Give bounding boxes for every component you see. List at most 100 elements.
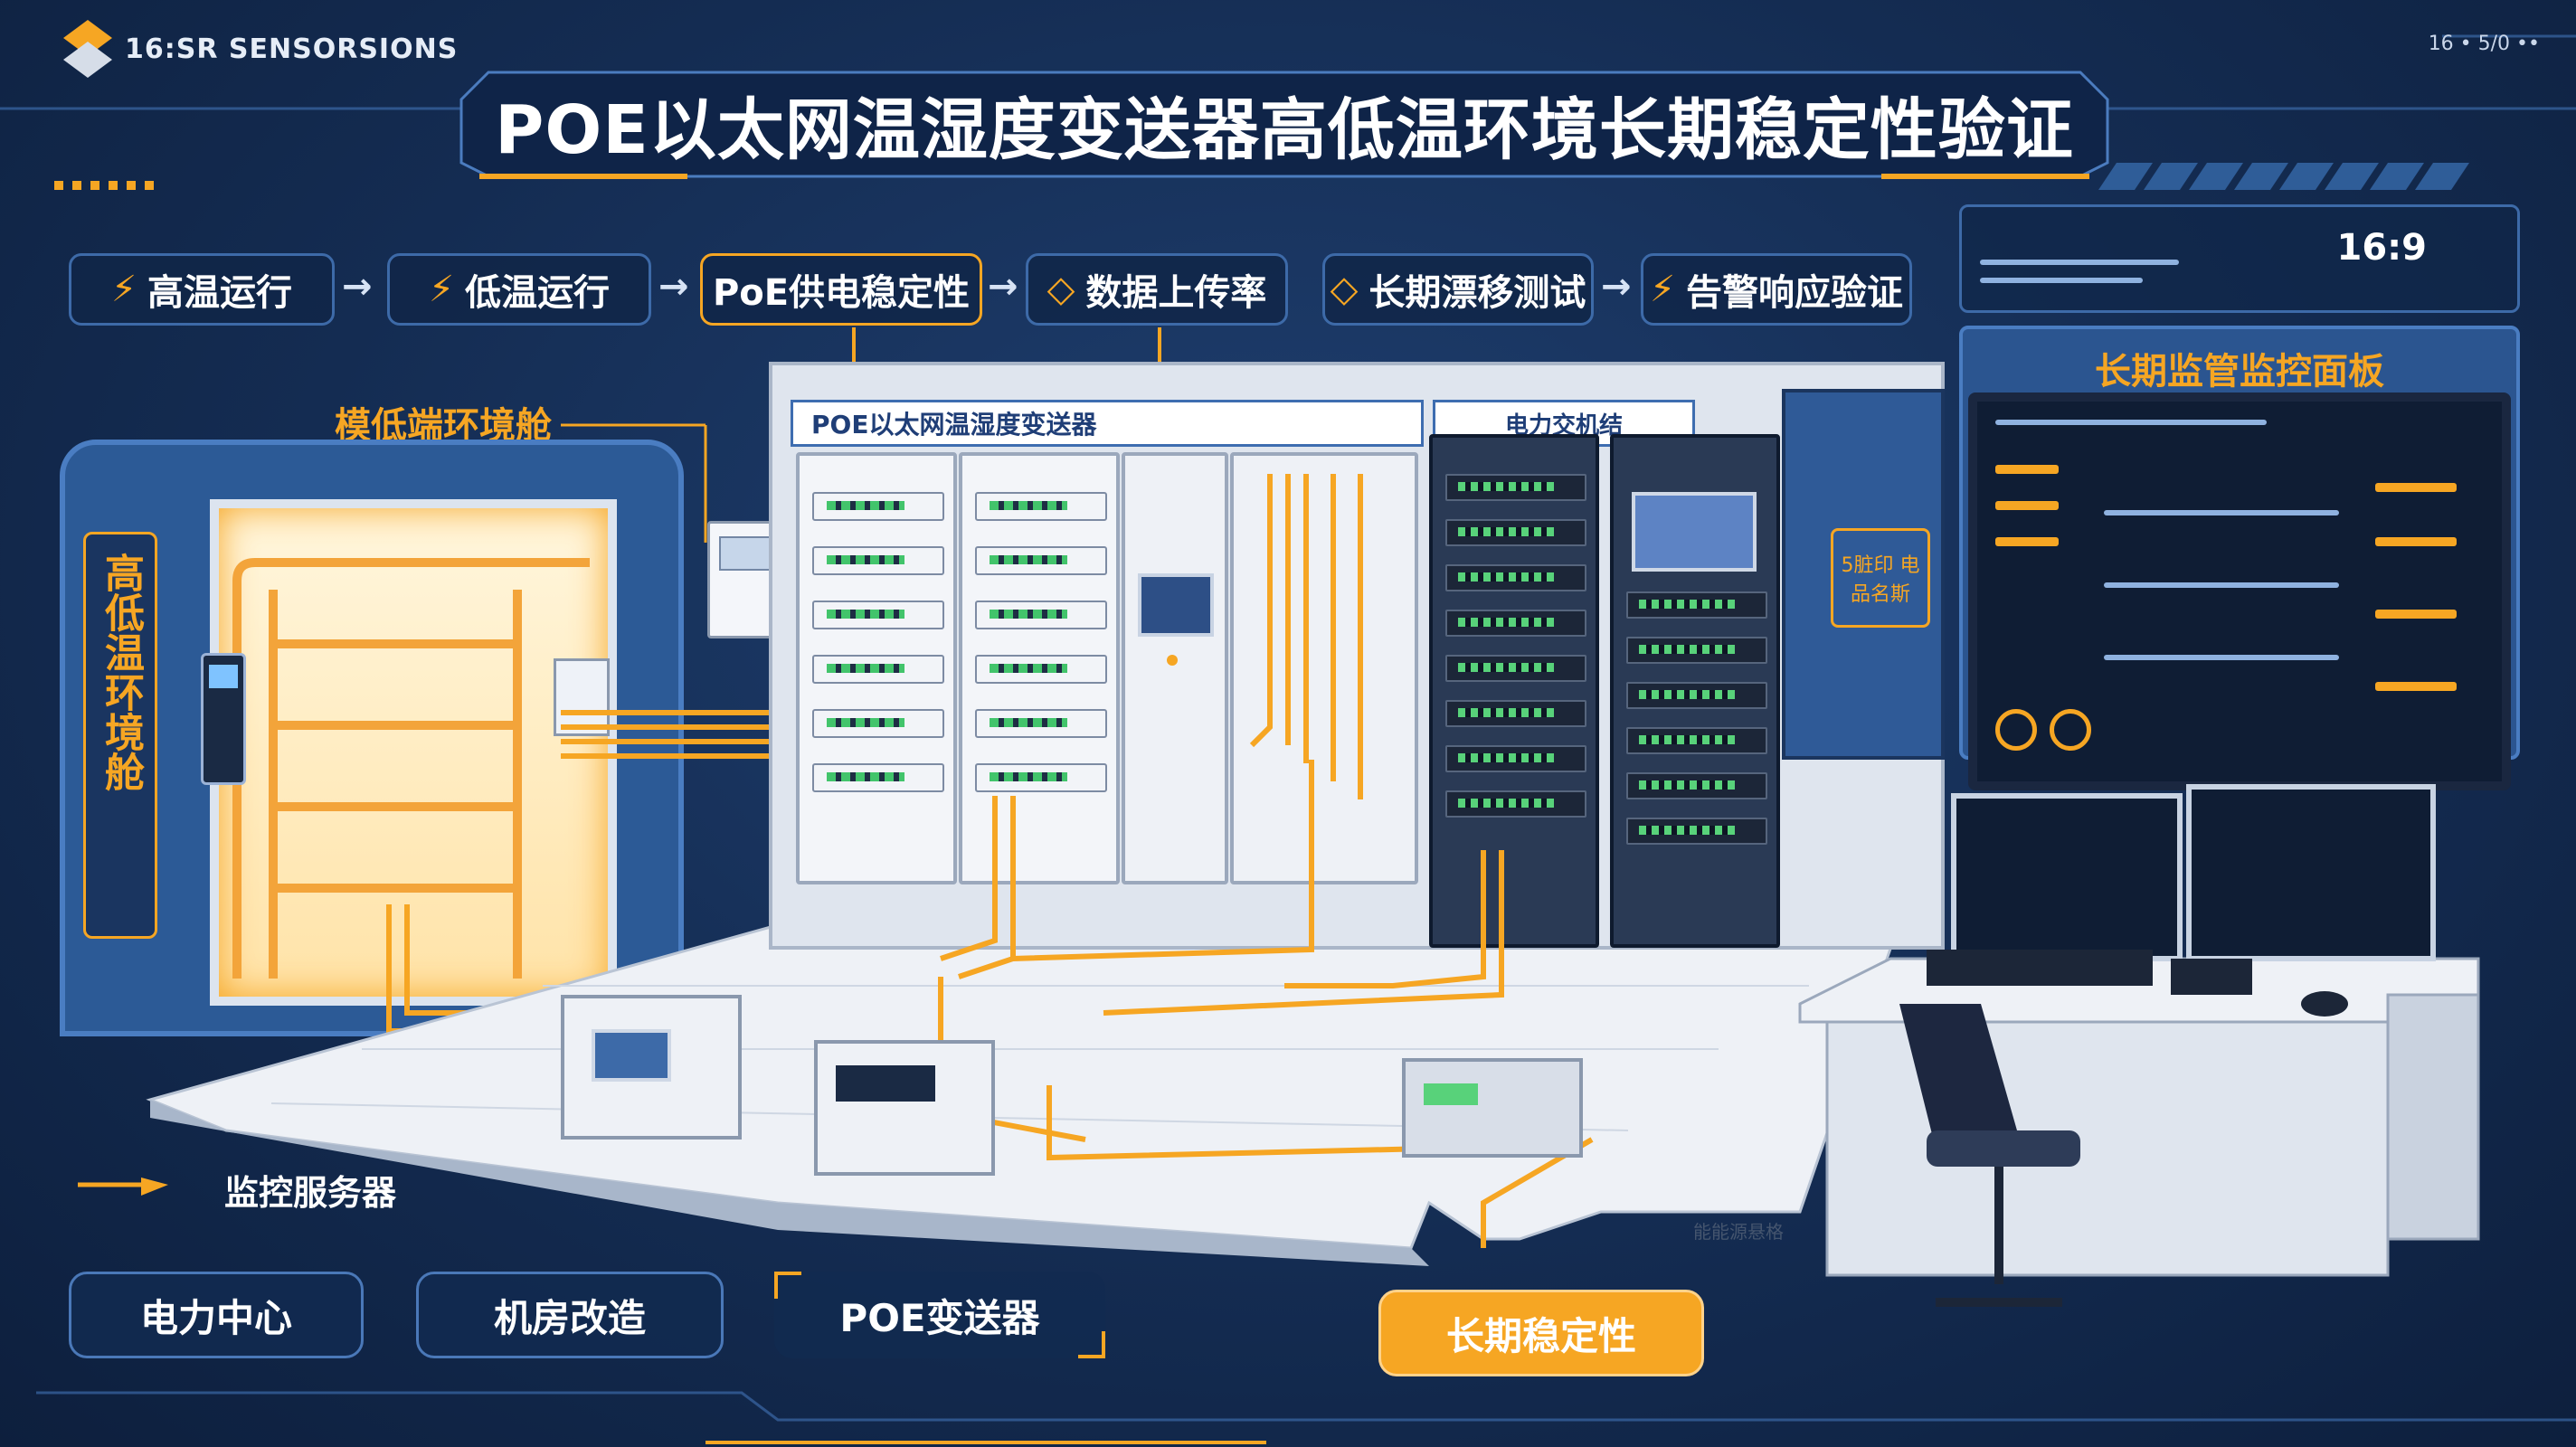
flow-step-alarm-response[interactable]: ⚡ 告警响应验证 [1641, 253, 1912, 326]
switch-display [1424, 1083, 1478, 1105]
rack-unit [974, 546, 1108, 575]
status-led-icon [1167, 655, 1178, 666]
rack-unit [1626, 727, 1767, 754]
flow-arrow: → [1601, 266, 1632, 307]
page-title: POE以太网温湿度变送器高低温环境长期稳定性验证 [495, 91, 2074, 169]
floor-note: 能能源悬格 [1693, 1221, 1784, 1243]
gauge-icon [1995, 709, 2037, 751]
network-rack [1429, 434, 1599, 948]
legend-line-icon [78, 1177, 168, 1196]
top-right-code: 16 • 5/0 •• [2428, 33, 2540, 55]
server-rack [796, 452, 957, 884]
tag-long-term-stability[interactable]: 长期稳定性 [1378, 1290, 1704, 1376]
tag-label: 电力中心 [139, 1295, 292, 1340]
rack-unit [974, 601, 1108, 629]
flow-step-label: 高温运行 [147, 272, 293, 314]
tag-power-center[interactable]: 电力中心 [69, 1272, 364, 1358]
rack-unit [1445, 564, 1586, 591]
logger-display [836, 1065, 935, 1102]
chamber-sensor [554, 658, 610, 736]
title-banner-shape [459, 71, 2109, 179]
chamber-control-panel[interactable] [201, 653, 246, 785]
title-banner: POE以太网温湿度变送器高低温环境长期稳定性验证 [452, 63, 2117, 181]
tag-label: 机房改造 [493, 1295, 646, 1340]
tag-label: 长期稳定性 [1445, 1313, 1636, 1358]
flow-step-label: 长期漂移测试 [1368, 272, 1586, 314]
aspect-ratio-box: 16:9 [1959, 204, 2520, 313]
rack-unit [974, 492, 1108, 521]
rack-unit [1445, 474, 1586, 501]
chamber-interior [210, 499, 617, 1006]
data-logger [814, 1040, 995, 1176]
rack-unit [1445, 519, 1586, 546]
rack-unit [1445, 610, 1586, 637]
gauge-icon [2050, 709, 2091, 751]
flow-step-drift-test[interactable]: ◇ 长期漂移测试 [1322, 253, 1594, 326]
flow-step-high-temp[interactable]: ⚡ 高温运行 [69, 253, 335, 326]
rack-unit [811, 492, 945, 521]
rack-cable-bundle [1249, 474, 1363, 799]
diamond-icon: ◇ [1046, 269, 1075, 310]
rack-unit [974, 709, 1108, 738]
lightning-icon: ⚡ [110, 269, 137, 310]
tag-label: POE变送器 [839, 1295, 1040, 1340]
power-cabinet [1122, 452, 1228, 884]
rack-unit [811, 655, 945, 684]
flow-arrow: → [988, 266, 1018, 307]
server-rack [959, 452, 1120, 884]
rack-unit [1445, 790, 1586, 818]
rack-unit [1445, 655, 1586, 682]
rack-unit [974, 763, 1108, 792]
cabinet-display [1138, 573, 1214, 637]
flow-step-poe-power[interactable]: PoE供电稳定性 [700, 253, 982, 326]
rack-unit [811, 709, 945, 738]
rack-banner-left: POE以太网温湿度变送器 [791, 400, 1424, 447]
environment-chamber [60, 440, 684, 1036]
tag-room-renovation[interactable]: 机房改造 [416, 1272, 724, 1358]
flow-step-low-temp[interactable]: ⚡ 低温运行 [387, 253, 651, 326]
server-screen [592, 1029, 671, 1082]
flow-step-label: 告警响应验证 [1686, 272, 1904, 314]
logo-text: 16:SR SENSORSIONS [125, 33, 459, 65]
flow-step-data-upload[interactable]: ◇ 数据上传率 [1026, 253, 1288, 326]
rack-unit [1626, 772, 1767, 799]
wall-display-screen [1968, 392, 2511, 790]
network-switch [1402, 1058, 1583, 1158]
panel-screen [209, 665, 238, 688]
rack-unit [1626, 818, 1767, 845]
side-sign: 5脏印 电 品名斯 [1831, 528, 1930, 628]
rack-unit [811, 763, 945, 792]
rack-side-panel: 5脏印 电 品名斯 [1782, 389, 1945, 760]
rack-unit [1626, 637, 1767, 664]
brand-logo: 16:SR SENSORSIONS [63, 20, 458, 78]
flow-arrow: → [658, 266, 689, 307]
logo-icon [63, 20, 112, 78]
rack-unit [1626, 682, 1767, 709]
legend-label: 监控服务器 [224, 1173, 397, 1213]
cable-rack [1230, 452, 1418, 884]
flow-step-label: 低温运行 [465, 272, 611, 314]
tag-poe-transmitter[interactable]: POE变送器 [774, 1272, 1105, 1358]
rack-unit [811, 546, 945, 575]
monitor-panel-title: 长期监管监控面板 [2095, 351, 2384, 392]
network-rack [1610, 434, 1780, 948]
rack-unit [1445, 745, 1586, 772]
flow-arrow: → [342, 266, 373, 307]
rack-unit [1445, 700, 1586, 727]
lightning-icon: ⚡ [1649, 269, 1676, 310]
rack-unit [974, 655, 1108, 684]
flow-step-label: 数据上传率 [1085, 272, 1267, 314]
chamber-shelves [232, 558, 590, 979]
rack-unit [1626, 591, 1767, 619]
chamber-vertical-label: 高低温环境舱 [98, 553, 144, 791]
rack-unit [811, 601, 945, 629]
diamond-icon: ◇ [1330, 269, 1359, 310]
rack-monitor-screen [1632, 492, 1757, 572]
transmitter-screen [719, 536, 773, 571]
flow-step-label: PoE供电稳定性 [712, 272, 971, 314]
chamber-vertical-sign: 高低温环境舱 [83, 532, 157, 939]
monitoring-server [561, 995, 742, 1140]
